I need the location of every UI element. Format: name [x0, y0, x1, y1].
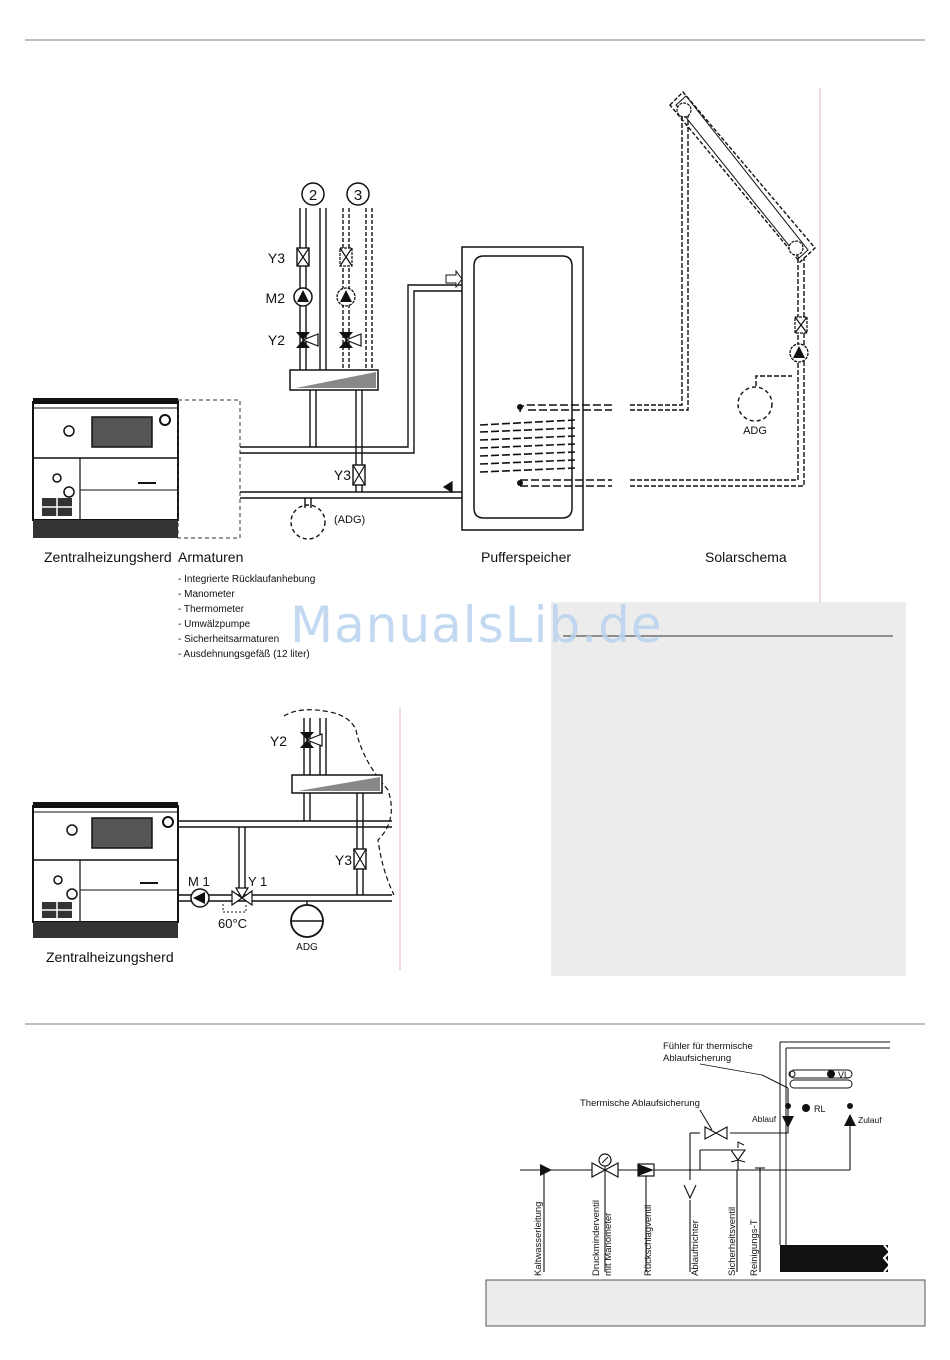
- fittings-item: - Integrierte Rücklaufanhebung: [178, 574, 315, 585]
- watermark: ManualsLib.de: [290, 596, 663, 654]
- cutoff-outline: [283, 709, 395, 896]
- valve-y3-diagram2: [353, 848, 367, 870]
- fittings-item: - Thermometer: [178, 604, 245, 615]
- solar-collector: [669, 90, 816, 264]
- fittings-item: - Ausdehnungsgefäß (12 liter): [178, 649, 310, 660]
- stove-base-3: [780, 1245, 888, 1272]
- label-m2: M2: [266, 290, 286, 306]
- pump-m1: [190, 888, 210, 908]
- zulauf-arrow: [844, 1114, 856, 1126]
- valve-y3-lower: [352, 464, 366, 486]
- label-zulauf: Zulauf: [858, 1115, 882, 1125]
- caption-buffer: Pufferspeicher: [481, 549, 571, 565]
- pump-m2-circuit3: [336, 287, 356, 307]
- stove-1: [32, 398, 179, 538]
- vl-dot: [827, 1070, 835, 1078]
- ablauf-arrow: [782, 1116, 794, 1128]
- valve-y2-circuit2: [296, 332, 319, 348]
- fittings-list: - Integrierte Rücklaufanhebung - Manomet…: [178, 574, 315, 660]
- pressure-reducer: [591, 1153, 619, 1179]
- label-solar-adg: ADG: [743, 425, 767, 437]
- pump-m2-circuit2: [293, 287, 313, 307]
- label-y3-d2: Y3: [335, 852, 352, 868]
- buffer-tank: [442, 246, 612, 531]
- vlabel-sicherheit: Sicherheitsventil: [727, 1207, 738, 1276]
- label-y3-top: Y3: [268, 250, 285, 266]
- mixer-block-1: [289, 369, 379, 391]
- circuit-3-text: 3: [354, 187, 362, 204]
- fittings-item: - Sicherheitsarmaturen: [178, 634, 279, 645]
- label-y3-lower: Y3: [334, 467, 351, 483]
- mixer-block-2: [291, 774, 383, 794]
- thermal-safety-valve: [704, 1126, 728, 1140]
- vlabel-kaltwasser: Kaltwasserleitung: [533, 1202, 544, 1276]
- label-adg-d2: ADG: [296, 942, 318, 953]
- vlabel-ablauftrichter: Ablauftrichter: [690, 1220, 701, 1276]
- caption-solar: Solarschema: [705, 549, 787, 565]
- solar-valve: [794, 316, 808, 334]
- fittings-item: - Umwälzpumpe: [178, 619, 251, 630]
- label-y2: Y2: [268, 332, 285, 348]
- stove-outline-3: [779, 1041, 890, 1245]
- diagram-3-safety-fittings: VL RL: [520, 1041, 892, 1276]
- label-m1: M 1: [188, 874, 210, 889]
- valve-y2-circuit3: [339, 332, 362, 348]
- label-rl: RL: [814, 1104, 826, 1114]
- vlabel-rueckschlag: Rückschlagventil: [643, 1205, 654, 1276]
- expansion-vessel-adg: [290, 904, 324, 938]
- gray-info-panel: [551, 602, 906, 976]
- solar-pipes: [630, 116, 805, 487]
- rl-dot: [802, 1104, 810, 1112]
- solar-expansion-vessel: [737, 386, 773, 422]
- valve-y2-diagram2: [300, 732, 323, 748]
- caption-fittings: Armaturen: [178, 549, 243, 565]
- fittings-box-dashed: [177, 399, 241, 539]
- valve-y3-circuit3: [339, 247, 353, 267]
- expansion-vessel-dashed: [290, 504, 326, 540]
- caption-stove-2: Zentralheizungsherd: [46, 949, 174, 965]
- vlabel-reinigung: Reinigungs-T: [749, 1219, 760, 1276]
- caption-stove-1: Zentralheizungsherd: [44, 549, 172, 565]
- safety-valve: [729, 1141, 747, 1163]
- label-adg-dashed: (ADG): [334, 514, 365, 526]
- vlabel-manometer: mit Manometer: [603, 1213, 614, 1276]
- bottom-gray-box: [485, 1279, 926, 1327]
- diagram-1-buffer-solar: 2 3: [32, 90, 816, 660]
- label-thermal: Thermische Ablaufsicherung: [580, 1098, 700, 1109]
- solar-pump: [789, 343, 809, 363]
- label-sensor-2: Ablaufsicherung: [663, 1053, 731, 1064]
- label-temp: 60°C: [218, 916, 247, 931]
- fittings-item: - Manometer: [178, 589, 235, 600]
- label-ablauf: Ablauf: [752, 1114, 777, 1124]
- valve-y3-circuit2: [296, 247, 310, 267]
- sensor-dot: [788, 1070, 796, 1078]
- label-y2-d2: Y2: [270, 733, 287, 749]
- label-y1: Y 1: [248, 874, 267, 889]
- diagram-2-simple-circuit: Y2 Y3 M 1 Y 1 60°C ADG Zentralheizungshe…: [32, 709, 395, 965]
- circuit-2-text: 2: [309, 187, 317, 204]
- vlabel-druckminder: Druckminderventil: [591, 1200, 602, 1276]
- pipes-2: [178, 718, 392, 905]
- inflow-arrow: [540, 1164, 552, 1176]
- check-valve: [637, 1163, 655, 1177]
- circuit-label-3: 3: [346, 182, 370, 206]
- label-vl: VL: [838, 1070, 849, 1080]
- label-sensor-1: Fühler für thermische: [663, 1041, 753, 1052]
- stove-2: [32, 802, 179, 938]
- circuit-label-2: 2: [301, 182, 325, 206]
- valve-y1-3way: [222, 887, 253, 913]
